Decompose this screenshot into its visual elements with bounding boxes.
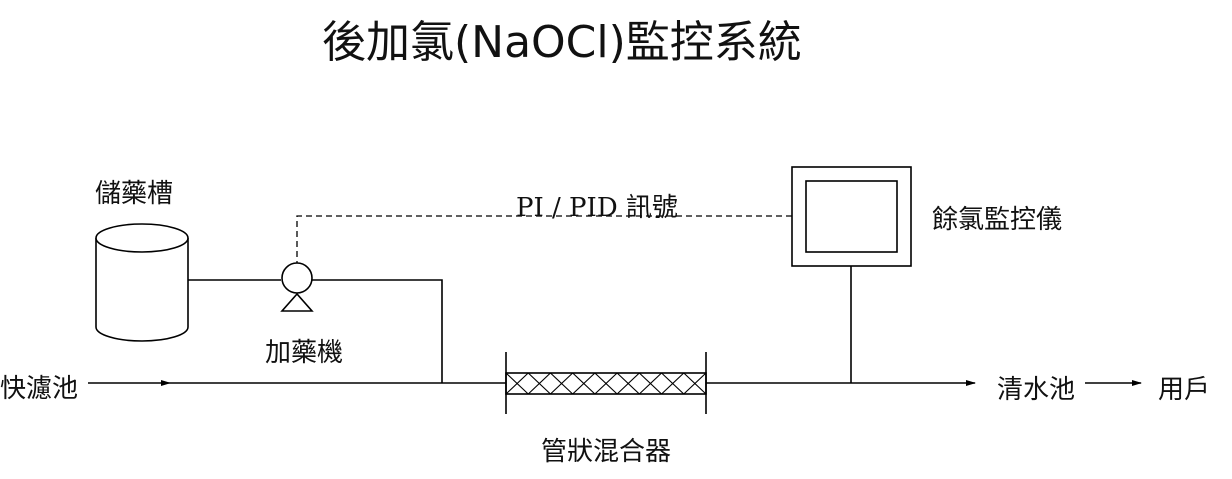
users-label: 用戶 <box>1158 375 1211 405</box>
signal-line-label: PI / PID 訊號 <box>516 193 678 223</box>
residual-chlorine-monitor-label: 餘氯監控儀 <box>932 205 1063 235</box>
storage-tank <box>95 223 189 342</box>
dosing-pump <box>280 262 314 312</box>
static-mixer <box>505 352 707 414</box>
diagram-title: 後加氯(NaOCl)監控系統 <box>322 17 802 68</box>
pump-discharge-pipe <box>312 279 443 383</box>
storage-tank-label: 儲藥槽 <box>95 179 174 209</box>
static-mixer-label: 管狀混合器 <box>541 437 672 467</box>
clear-well-label: 清水池 <box>997 375 1076 405</box>
dosing-pump-label: 加藥機 <box>265 338 344 368</box>
rapid-filter-label: 快濾池 <box>0 374 79 404</box>
pi-pid-signal-line <box>296 215 792 263</box>
residual-chlorine-monitor <box>791 166 912 267</box>
